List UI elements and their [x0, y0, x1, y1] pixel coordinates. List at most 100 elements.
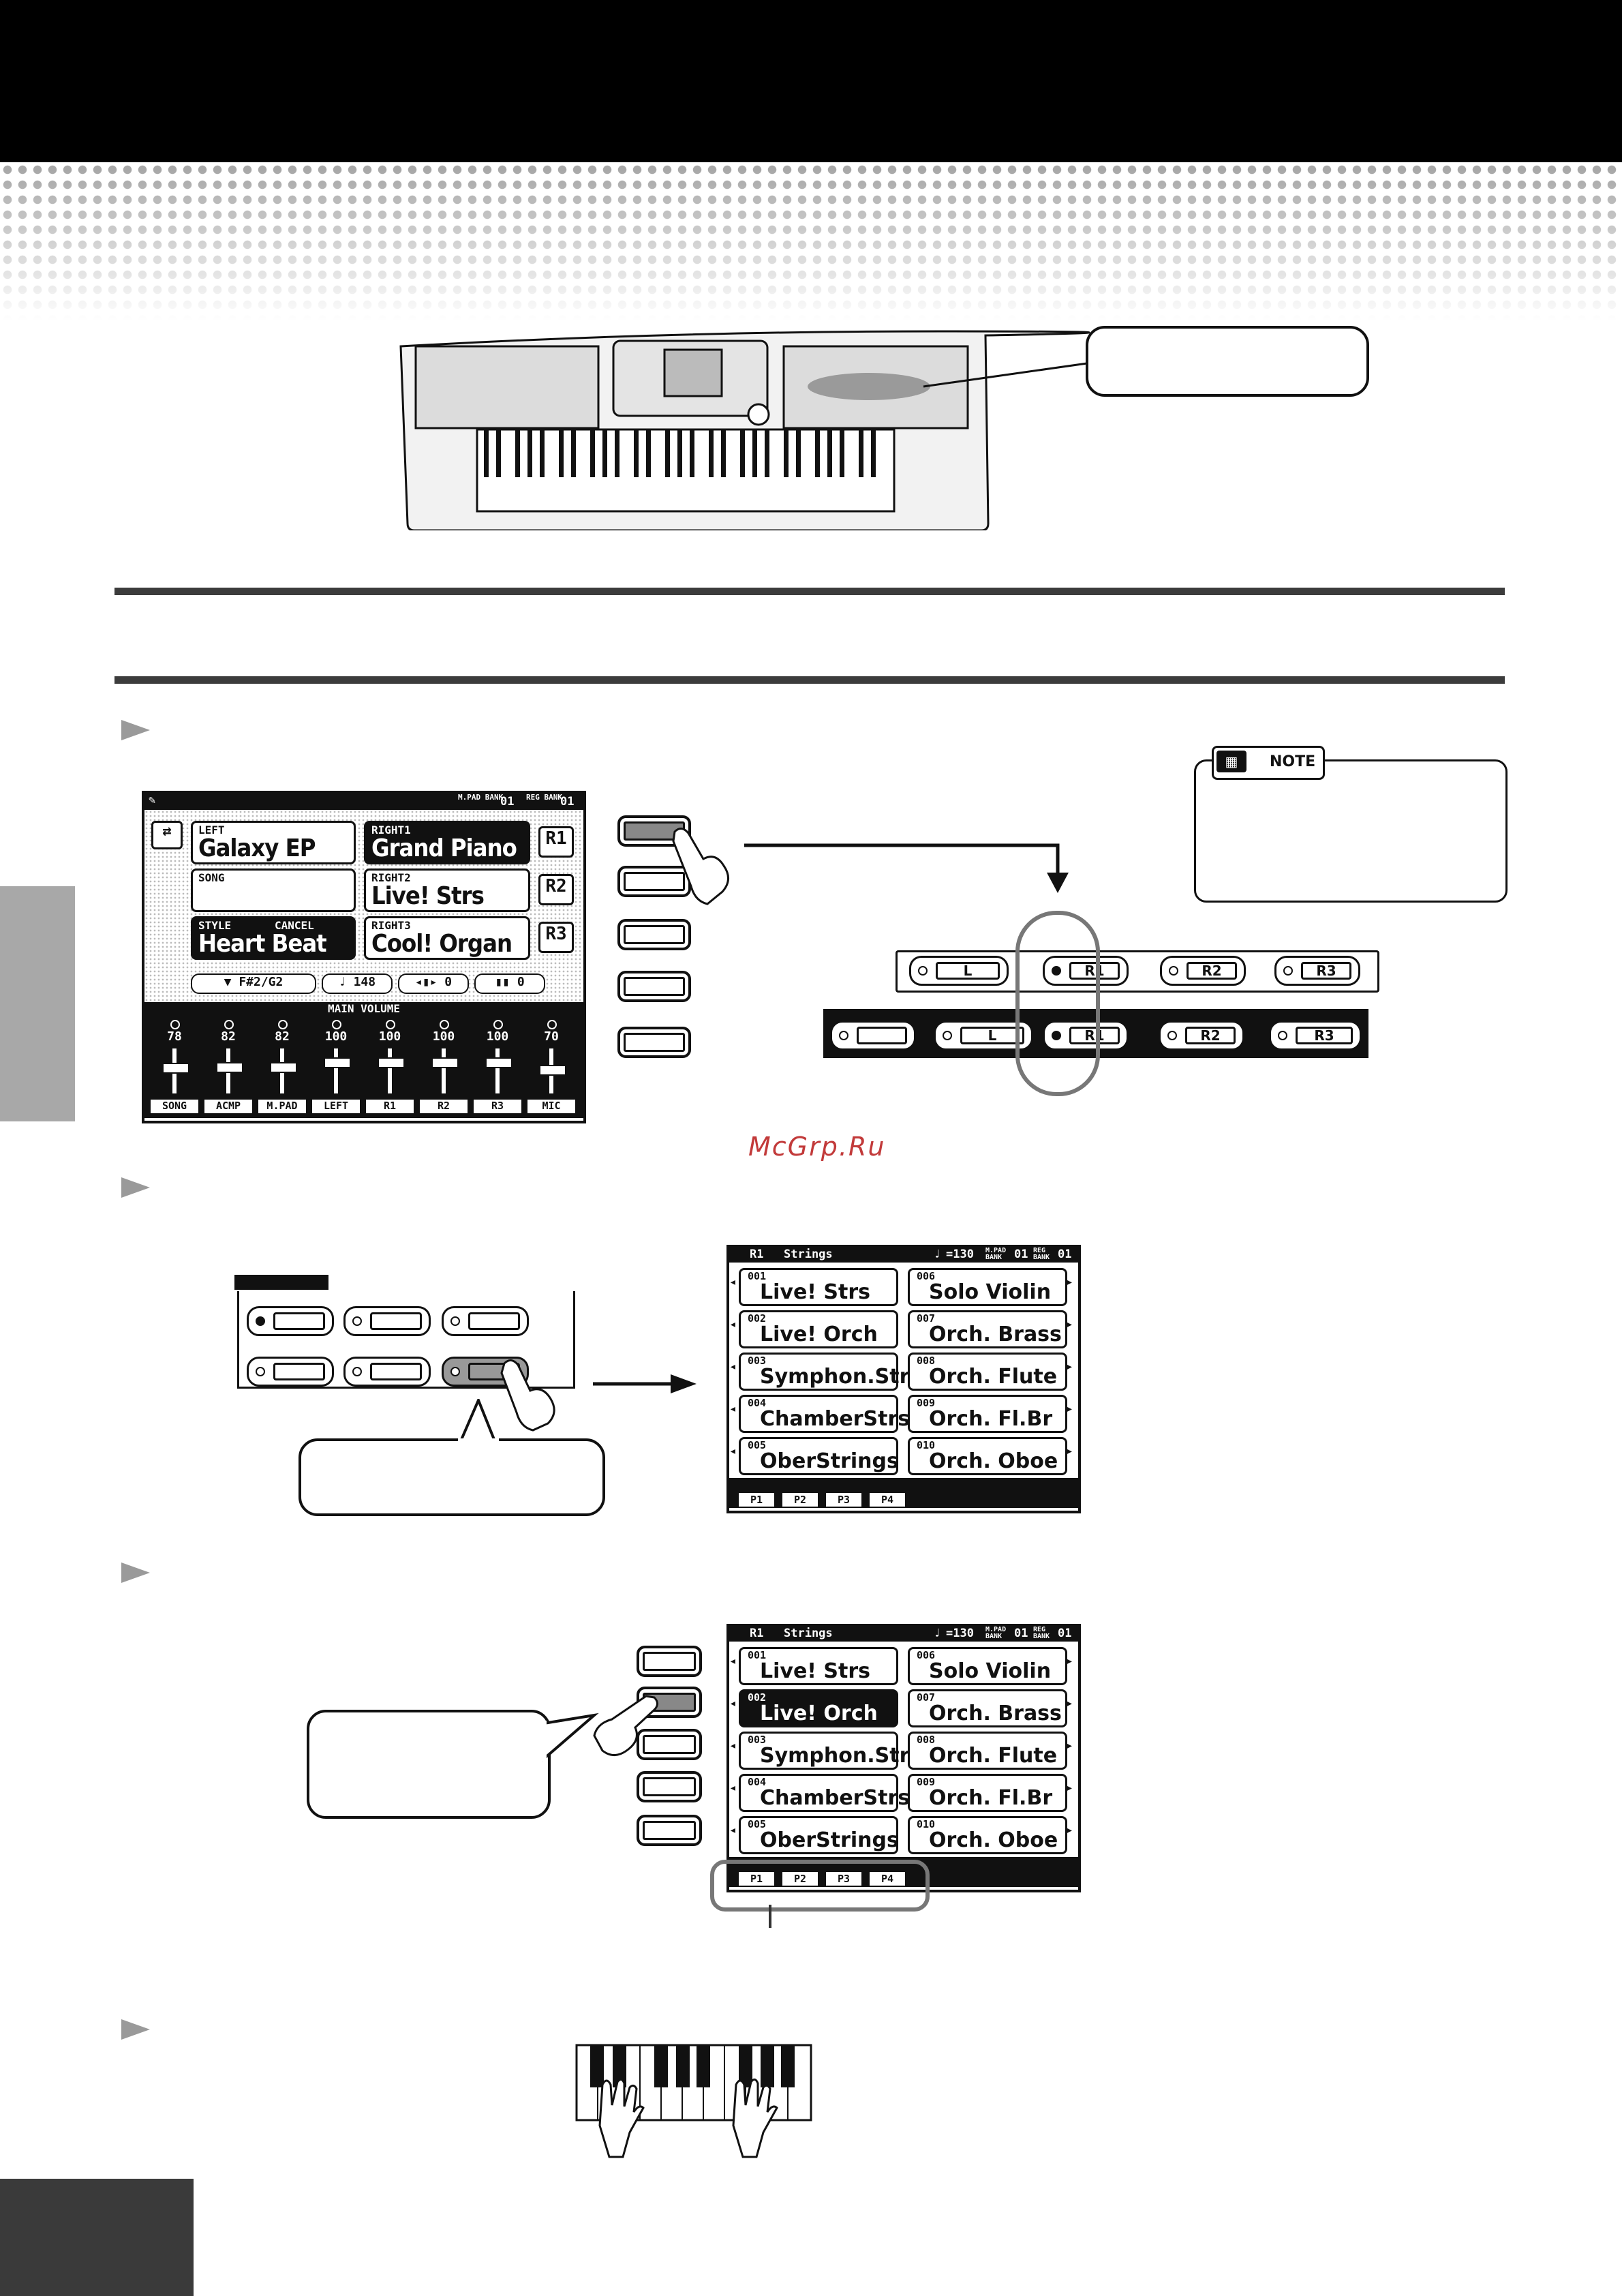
fader-knob[interactable] [539, 1065, 566, 1076]
led-indicator [839, 1031, 848, 1040]
page-tab[interactable]: P2 [782, 1493, 818, 1507]
page-tab[interactable]: P4 [870, 1493, 905, 1507]
left-arrow-icon[interactable]: ◂ [729, 1823, 737, 1837]
page-tab[interactable]: P3 [826, 1872, 861, 1886]
display-button-4[interactable] [617, 971, 691, 1002]
category-button-4[interactable] [247, 1357, 334, 1387]
part-button-r3-upper[interactable]: R3 [1274, 956, 1360, 986]
page-tab[interactable]: P4 [870, 1872, 905, 1886]
category-button-5[interactable] [343, 1357, 431, 1387]
right-arrow-icon[interactable]: ▸ [1066, 1444, 1073, 1458]
voice-side-button-5[interactable] [637, 1815, 702, 1846]
left-voice-box[interactable]: LEFT Galaxy EP [191, 821, 356, 864]
left-arrow-icon[interactable]: ◂ [729, 1696, 737, 1710]
display-button-3[interactable] [617, 919, 691, 950]
r3-button[interactable]: R3 [538, 922, 574, 953]
left-arrow-icon[interactable]: ◂ [729, 1402, 737, 1416]
right2-voice-box[interactable]: RIGHT2 Live! Strs [364, 868, 530, 912]
left-arrow-icon[interactable]: ◂ [729, 1654, 737, 1668]
left-arrow-icon[interactable]: ◂ [729, 1275, 737, 1289]
part-button-r3-lower[interactable]: R3 [1269, 1021, 1362, 1051]
page-tab[interactable]: P1 [739, 1493, 774, 1507]
right-arrow-icon[interactable]: ▸ [1066, 1823, 1073, 1837]
fader-knob[interactable] [162, 1063, 189, 1074]
channel-led-icon [278, 1020, 288, 1029]
part-button-l-upper[interactable]: L [909, 956, 1009, 986]
right-arrow-icon[interactable]: ▸ [1066, 1317, 1073, 1331]
part-button-blank-lower[interactable] [830, 1021, 916, 1051]
right-arrow-icon[interactable]: ▸ [1066, 1359, 1073, 1374]
right-arrow-icon[interactable]: ▸ [1066, 1275, 1073, 1289]
fader-knob[interactable] [485, 1057, 512, 1068]
part-switch-icon[interactable]: ⇄ [151, 821, 183, 849]
voice-side-button-1[interactable] [637, 1646, 702, 1677]
part-button-r2-upper[interactable]: R2 [1160, 956, 1246, 986]
right1-voice-box[interactable]: RIGHT1 Grand Piano [364, 821, 530, 864]
left-arrow-icon[interactable]: ◂ [729, 1359, 737, 1374]
right-arrow-icon[interactable]: ▸ [1066, 1402, 1073, 1416]
left-arrow-icon[interactable]: ◂ [729, 1444, 737, 1458]
right-arrow-icon[interactable]: ▸ [1066, 1738, 1073, 1753]
right-arrow-icon[interactable]: ▸ [1066, 1781, 1073, 1795]
fader-knob[interactable] [324, 1057, 351, 1068]
r2-button[interactable]: R2 [538, 874, 574, 905]
voice-name: Orch. Brass [929, 1323, 1062, 1346]
page-tab[interactable]: P3 [826, 1493, 861, 1507]
category-button-1[interactable] [247, 1306, 334, 1336]
display-button-5[interactable] [617, 1027, 691, 1058]
left-arrow-icon[interactable]: ◂ [729, 1738, 737, 1753]
right3-voice-box[interactable]: RIGHT3 Cool! Organ [364, 916, 530, 960]
voice-side-button-3[interactable] [637, 1729, 702, 1760]
part-button-r1-upper[interactable]: R1 [1043, 956, 1129, 986]
page-tab[interactable]: P2 [782, 1872, 818, 1886]
left-arrow-icon[interactable]: ◂ [729, 1317, 737, 1331]
left-arrow-icon[interactable]: ◂ [729, 1781, 737, 1795]
style-box[interactable]: STYLE CANCEL Heart Beat [191, 916, 356, 960]
fader-knob[interactable] [378, 1057, 405, 1068]
fader-knob[interactable] [270, 1062, 297, 1073]
channel-volume-value: 100 [378, 1029, 401, 1044]
page-tab[interactable]: P1 [739, 1872, 774, 1886]
right-arrow-icon[interactable]: ▸ [1066, 1696, 1073, 1710]
song-box[interactable]: SONG [191, 868, 356, 912]
part-button-r2-lower[interactable]: R2 [1159, 1021, 1244, 1051]
fader-knob[interactable] [216, 1062, 243, 1073]
voice-side-button-4[interactable] [637, 1771, 702, 1802]
display-button-2[interactable] [617, 866, 691, 897]
voice-name: Orch. Fl.Br [929, 1407, 1053, 1431]
category-button-2[interactable] [343, 1306, 431, 1336]
r1-button[interactable]: R1 [538, 826, 574, 858]
fader-knob[interactable] [431, 1057, 459, 1068]
category-button-3[interactable] [442, 1306, 529, 1336]
main-display: ✎ M.PAD BANK 01 REG BANK 01 ⇄ LEFT Galax… [142, 791, 586, 1123]
right-arrow-icon[interactable]: ▸ [1066, 1654, 1073, 1668]
